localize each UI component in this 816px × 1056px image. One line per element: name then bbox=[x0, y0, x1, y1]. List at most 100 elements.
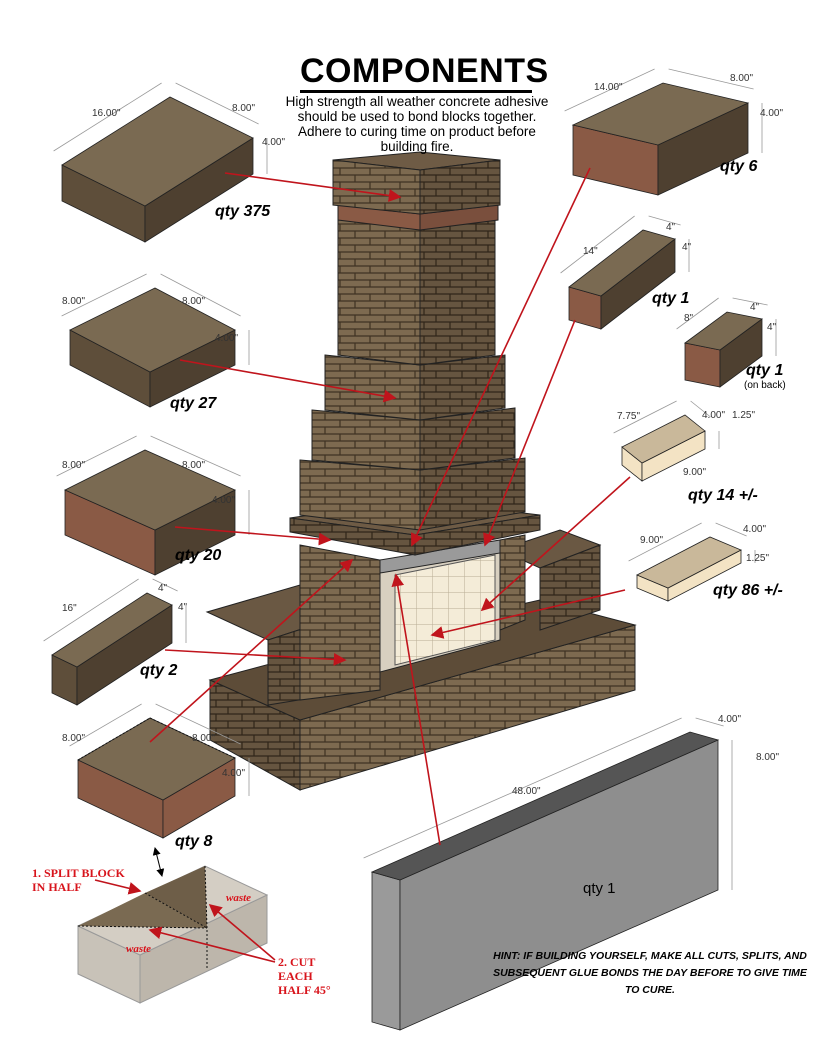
dimension-line bbox=[160, 273, 241, 317]
split-step-line: IN HALF bbox=[32, 880, 82, 894]
dim-height: 4.00" bbox=[262, 137, 286, 148]
dim-width: 4" bbox=[666, 222, 676, 233]
dim-width: 8.00" bbox=[182, 460, 206, 471]
dimension-line bbox=[56, 435, 137, 477]
block-top-face bbox=[370, 731, 720, 881]
dimension-line bbox=[668, 68, 754, 90]
waste-label: waste bbox=[126, 943, 152, 955]
dimension-line bbox=[564, 68, 655, 112]
arrow-bevel-cap bbox=[480, 476, 631, 612]
cut-lines bbox=[77, 865, 208, 968]
dim-depth: 9.00" bbox=[683, 467, 707, 478]
dimension-line bbox=[61, 273, 147, 317]
block-8x8x4 bbox=[69, 287, 236, 408]
dimension-line bbox=[676, 297, 719, 330]
arrow-cut-step-b bbox=[148, 926, 276, 963]
block-corner-8x8x4 bbox=[77, 717, 236, 839]
qty-label-corner-block: qty 8 bbox=[175, 833, 213, 850]
qty-label-8x8-block: qty 27 bbox=[170, 395, 217, 412]
dim-height: 4.00" bbox=[212, 495, 236, 506]
arrow-8x8-split-block bbox=[174, 526, 332, 546]
dimension-line bbox=[175, 82, 259, 125]
waste-label: waste bbox=[226, 892, 252, 904]
block-top-face bbox=[684, 311, 763, 351]
dim-width: 4" bbox=[750, 302, 760, 313]
block-14x4x4 bbox=[568, 229, 676, 330]
concrete-lintel-48in bbox=[370, 731, 720, 1031]
dim-height: 1.25" bbox=[732, 410, 756, 421]
dim-length: 14.00" bbox=[594, 82, 623, 93]
cut-step-line: EACH bbox=[278, 969, 313, 983]
dim-length: 8.00" bbox=[62, 460, 86, 471]
mantle-right bbox=[414, 514, 541, 556]
dim-width: 4.00" bbox=[743, 524, 767, 535]
block-16x8x4 bbox=[61, 96, 254, 243]
arrow-14x4-block bbox=[483, 319, 576, 547]
page-title: COMPONENTS bbox=[300, 52, 548, 93]
block-top-face bbox=[61, 96, 254, 207]
dim-width: 8.00" bbox=[192, 733, 216, 744]
dim-width: 4" bbox=[158, 583, 168, 594]
dimension-line bbox=[150, 435, 241, 477]
chimney-right bbox=[419, 217, 496, 366]
qty-label-16x8-block: qty 375 bbox=[215, 203, 271, 220]
flat-cap bbox=[636, 536, 742, 602]
qty-label-14x8-block: qty 6 bbox=[720, 158, 758, 175]
chimney-left bbox=[337, 217, 421, 366]
dim-length: 48.00" bbox=[512, 786, 541, 797]
dim-height: 4.00" bbox=[215, 333, 239, 344]
dimension-line bbox=[363, 717, 682, 859]
dim-width: 4.00" bbox=[702, 410, 726, 421]
arrow-flat-cap bbox=[430, 589, 626, 639]
dimension-line bbox=[613, 400, 677, 434]
arrow-split-step bbox=[94, 879, 142, 895]
kept-half-triangle bbox=[78, 893, 207, 928]
bevel-cap bbox=[621, 414, 706, 482]
dimension-line bbox=[43, 578, 139, 642]
dimension-line bbox=[155, 703, 241, 745]
dim-length: 16" bbox=[62, 603, 77, 614]
dim-height: 4" bbox=[178, 602, 188, 613]
block-top-face bbox=[51, 592, 173, 668]
dimension-line bbox=[648, 215, 681, 226]
dimension-line bbox=[69, 703, 142, 747]
dimension-line bbox=[53, 82, 162, 152]
qty-label-flat-cap: qty 86 +/- bbox=[713, 582, 783, 599]
corner-cut-line bbox=[77, 717, 236, 761]
dim-length: 7.75" bbox=[617, 411, 641, 422]
arrow-16x8-block bbox=[224, 172, 402, 202]
qty-label-8x4-block: qty 1 bbox=[746, 362, 784, 379]
block-16x4x4 bbox=[51, 592, 173, 706]
dim-height: 4.00" bbox=[222, 768, 246, 779]
firebox-back bbox=[394, 554, 496, 666]
dim-length: 9.00" bbox=[640, 535, 664, 546]
block-top-face bbox=[621, 414, 706, 464]
arrow-cut-step-a bbox=[208, 903, 276, 961]
qty-label-bevel-cap: qty 14 +/- bbox=[688, 487, 758, 504]
arrow-16x4-block bbox=[164, 649, 347, 666]
tier-upper-right bbox=[419, 354, 506, 421]
qty-label-16x4-block: qty 2 bbox=[140, 662, 178, 679]
dimension-line bbox=[628, 522, 702, 562]
dimension-line bbox=[715, 522, 747, 537]
relation-double-arrow bbox=[152, 847, 165, 877]
cut-step-line: 2. CUT bbox=[278, 955, 316, 969]
block-14x8x4 bbox=[571, 82, 750, 196]
chimney-cap-right bbox=[419, 159, 501, 215]
block-front-face bbox=[371, 871, 401, 1031]
cut-step-label: 2. CUT EACH HALF 45° bbox=[278, 955, 331, 997]
split-step-label: 1. SPLIT BLOCK IN HALF bbox=[32, 866, 125, 894]
chimney-cap-left bbox=[332, 159, 421, 215]
dim-height: 4" bbox=[682, 242, 692, 253]
on-back-note: (on back) bbox=[744, 380, 786, 391]
fireplace-illustration bbox=[205, 151, 637, 791]
split-step-line: 1. SPLIT BLOCK bbox=[32, 866, 125, 880]
block-top-face bbox=[64, 449, 236, 531]
dim-width: 8.00" bbox=[182, 296, 206, 307]
dim-height: 4" bbox=[767, 322, 777, 333]
firebox-left-wall bbox=[299, 544, 381, 701]
qty-label-14x4-block: qty 1 bbox=[652, 290, 690, 307]
dim-length: 14" bbox=[583, 246, 598, 257]
arrow-corner-block bbox=[149, 558, 354, 743]
block-top-face bbox=[69, 287, 236, 373]
